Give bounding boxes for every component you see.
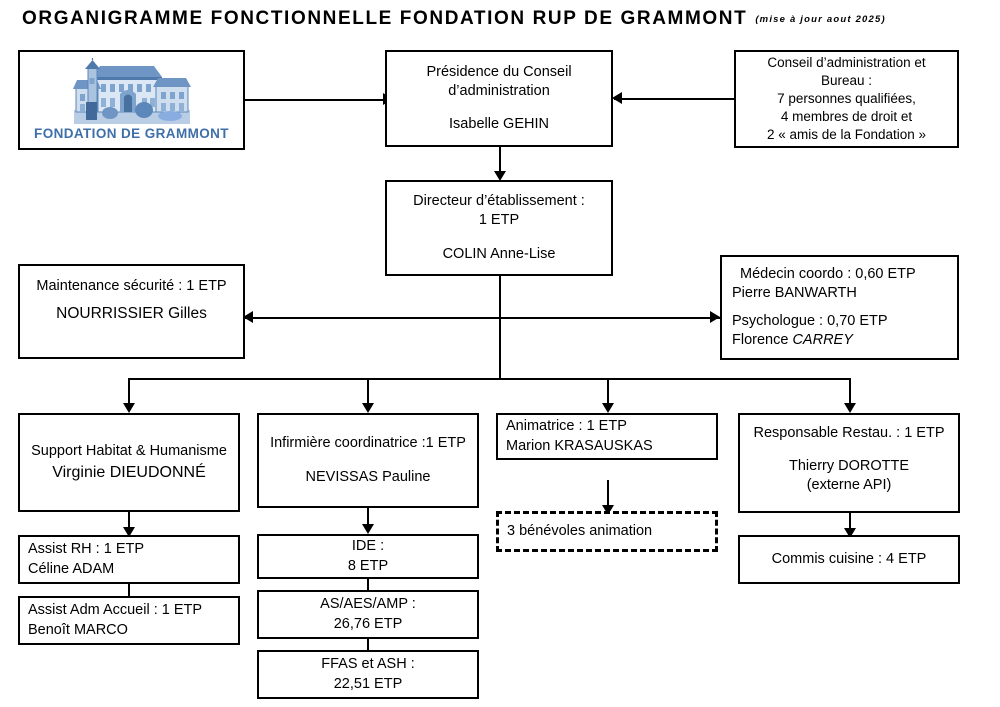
connector-logo-to-presidence: [245, 99, 385, 101]
node-maintenance-line1: Maintenance sécurité : 1 ETP: [36, 278, 227, 294]
arrow-support-to-assist-rh: [123, 527, 135, 537]
arrow-drop-infirmiere: [362, 403, 374, 413]
connector-ide-to-as: [367, 578, 369, 590]
node-as-aes-amp-line2: 26,76 ETP: [333, 615, 403, 632]
manor-building-illustration-icon: [65, 58, 198, 124]
node-medical-line4-italic: CARREY: [792, 331, 853, 348]
node-medical: Médecin coordo : 0,60 ETP Pierre BANWART…: [720, 255, 959, 360]
node-presidence-line3: Isabelle GEHIN: [449, 116, 549, 133]
page-title-text: ORGANIGRAMME FONCTIONNELLE FONDATION RUP…: [22, 8, 748, 29]
arrow-drop-responsable-restau: [844, 403, 856, 413]
arrow-drop-animatrice: [602, 403, 614, 413]
connector-drop-infirmiere: [367, 378, 369, 408]
connector-drop-support-habitat: [128, 378, 130, 408]
node-ffas-ash-line1: FFAS et ASH :: [321, 656, 415, 673]
node-medical-line1: Médecin coordo : 0,60 ETP: [740, 266, 916, 283]
node-conseil-line5: 2 « amis de la Fondation »: [766, 126, 927, 142]
node-responsable-restau-line1: Responsable Restau. : 1 ETP: [753, 425, 945, 441]
node-responsable-restauration: Responsable Restau. : 1 ETP Thierry DORO…: [738, 413, 960, 513]
arrow-to-maintenance: [243, 311, 253, 323]
node-assist-rh-line1: Assist RH : 1 ETP: [28, 541, 145, 558]
node-directeur: Directeur d’établissement : 1 ETP COLIN …: [385, 180, 613, 276]
node-presidence-line2: d’administration: [448, 82, 550, 99]
node-presidence: Présidence du Conseil d’administration I…: [385, 50, 613, 147]
node-support-habitat: Support Habitat & Humanisme Virginie DIE…: [18, 413, 240, 512]
node-conseil-line4: 4 membres de droit et: [780, 108, 913, 124]
node-commis-cuisine: Commis cuisine : 4 ETP: [738, 535, 960, 584]
node-medical-line4-prefix: Florence: [732, 331, 793, 348]
connector-infirmiere-to-ide: [367, 508, 369, 530]
arrow-conseil-to-presidence: [612, 92, 622, 104]
connector-conseil-to-presidence: [614, 98, 734, 100]
connector-distribution-bus: [128, 378, 850, 380]
connector-as-to-ffas: [367, 638, 369, 650]
arrow-presidence-to-directeur: [494, 171, 506, 181]
node-ide-line1: IDE :: [351, 538, 385, 555]
node-ide-line2: 8 ETP: [347, 557, 389, 574]
node-maintenance-securite: Maintenance sécurité : 1 ETP NOURRISSIER…: [18, 264, 245, 359]
connector-drop-animatrice: [607, 378, 609, 408]
connector-staff-horizontal: [245, 317, 720, 319]
node-support-habitat-line2: Virginie DIEUDONNÉ: [52, 463, 206, 481]
connector-animatrice-to-benevoles: [607, 480, 609, 512]
node-support-habitat-line1: Support Habitat & Humanisme: [31, 443, 227, 460]
arrow-to-medical: [710, 311, 720, 323]
node-assist-adm-accueil: Assist Adm Accueil : 1 ETP Benoît MARCO: [18, 596, 240, 645]
node-directeur-line3: COLIN Anne-Lise: [442, 245, 556, 262]
connector-assist-rh-to-assist-adm: [128, 584, 130, 596]
node-infirmiere-line1: Infirmière coordinatrice :1 ETP: [270, 435, 466, 452]
node-commis-cuisine-line1: Commis cuisine : 4 ETP: [771, 550, 927, 567]
node-medical-line4: Florence CARREY: [732, 331, 957, 350]
node-ffas-ash: FFAS et ASH : 22,51 ETP: [257, 650, 479, 699]
node-benevoles-line1: 3 bénévoles animation: [507, 522, 653, 539]
node-presidence-line1: Présidence du Conseil: [426, 63, 572, 80]
arrow-infirmiere-to-ide: [362, 524, 374, 534]
page-title-update-note: (mise à jour aout 2025): [755, 14, 886, 25]
node-conseil-line1: Conseil d’administration et: [767, 55, 926, 71]
connector-directeur-trunk: [499, 276, 501, 379]
node-responsable-restau-line3: (externe API): [806, 477, 892, 494]
node-medical-line2: Pierre BANWARTH: [732, 285, 857, 302]
node-assist-adm-line2: Benoît MARCO: [28, 621, 128, 638]
node-assist-rh: Assist RH : 1 ETP Céline ADAM: [18, 535, 240, 584]
node-benevoles-animation: 3 bénévoles animation: [496, 511, 718, 552]
node-directeur-line1: Directeur d’établissement :: [413, 193, 585, 210]
node-directeur-line2: 1 ETP: [478, 212, 520, 229]
node-conseil-line3: 7 personnes qualifiées,: [777, 91, 916, 107]
node-animatrice-line2: Marion KRASAUSKAS: [506, 437, 653, 454]
node-infirmiere-line2: NEVISSAS Pauline: [305, 468, 431, 485]
arrow-animatrice-to-benevoles: [602, 505, 614, 515]
logo-box: FONDATION DE GRAMMONT: [18, 50, 245, 150]
connector-drop-responsable-restau: [849, 378, 851, 408]
node-infirmiere-coordinatrice: Infirmière coordinatrice :1 ETP NEVISSAS…: [257, 413, 479, 508]
node-as-aes-amp-line1: AS/AES/AMP :: [320, 596, 416, 613]
node-medical-line3: Psychologue : 0,70 ETP: [732, 312, 888, 329]
connector-restau-to-commis: [849, 513, 851, 535]
node-as-aes-amp: AS/AES/AMP : 26,76 ETP: [257, 590, 479, 639]
connector-presidence-to-directeur: [499, 146, 501, 178]
node-animatrice: Animatrice : 1 ETP Marion KRASAUSKAS: [496, 413, 718, 460]
connector-support-to-assist-rh: [128, 512, 130, 534]
node-responsable-restau-line2: Thierry DOROTTE: [788, 458, 910, 475]
logo-text: FONDATION DE GRAMMONT: [34, 126, 229, 141]
node-assist-adm-line1: Assist Adm Accueil : 1 ETP: [28, 602, 203, 619]
arrow-drop-support-habitat: [123, 403, 135, 413]
node-conseil-administration: Conseil d’administration et Bureau : 7 p…: [734, 50, 959, 148]
node-conseil-line2: Bureau :: [820, 73, 873, 89]
node-animatrice-line1: Animatrice : 1 ETP: [506, 418, 627, 435]
node-maintenance-line2: NOURRISSIER Gilles: [56, 305, 207, 323]
node-assist-rh-line2: Céline ADAM: [28, 560, 115, 577]
arrow-restau-to-commis: [844, 528, 856, 538]
node-ide: IDE : 8 ETP: [257, 534, 479, 579]
page-title: ORGANIGRAMME FONCTIONNELLE FONDATION RUP…: [22, 8, 982, 34]
node-ffas-ash-line2: 22,51 ETP: [333, 675, 403, 692]
